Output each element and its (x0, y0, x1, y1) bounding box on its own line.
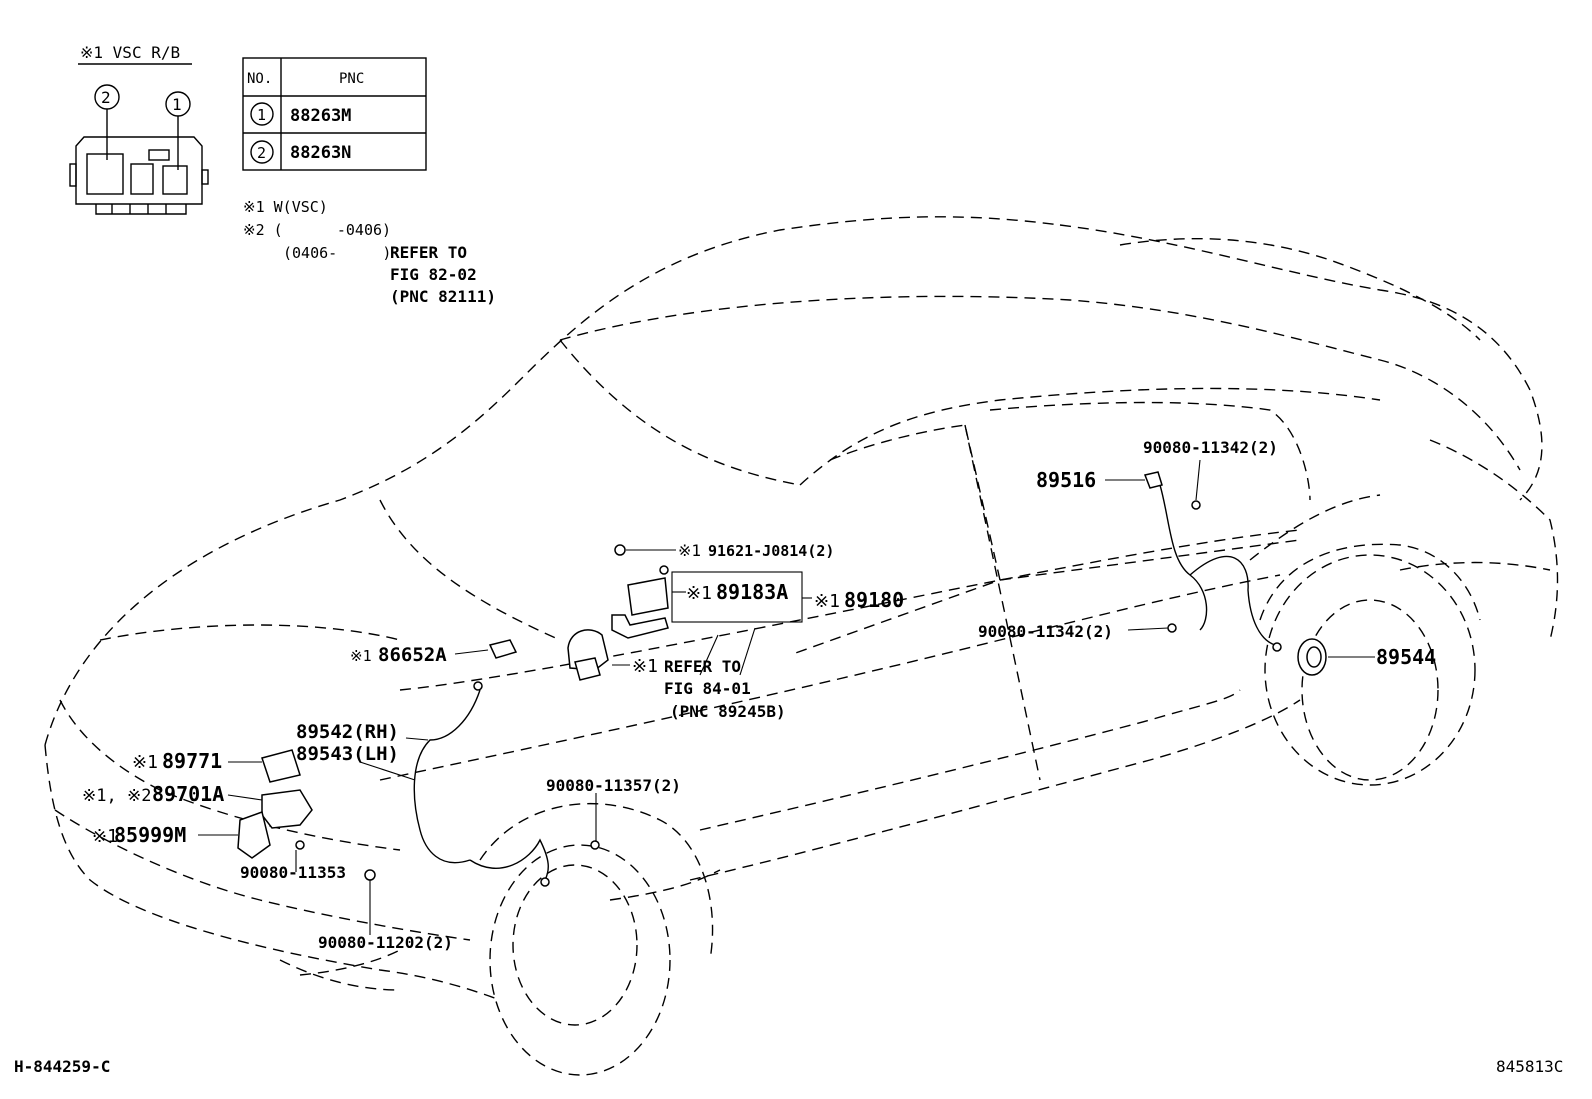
label-86652a: 86652A (378, 644, 447, 666)
note-2: ※2 ( -0406) (243, 221, 391, 239)
table-header-pnc: PNC (339, 71, 364, 87)
front-wheel (479, 803, 714, 1076)
connector-86652a (488, 639, 518, 659)
note-4: FIG 82-02 (390, 265, 477, 284)
notes-block: ※1 W(VSC) ※2 ( -0406) (0406- ) REFER TO … (243, 198, 496, 306)
label-89543-lh: 89543(LH) (296, 743, 399, 765)
master-cylinder-assembly (237, 749, 376, 881)
note-3-refer: REFER TO (390, 243, 467, 262)
label-91621-j0814: 91621-J0814(2) (708, 542, 834, 560)
vsc-relay-block-inset: ※1 VSC R/B 2 1 (69, 43, 209, 215)
table-row-pnc: 88263N (290, 143, 351, 163)
label-90080-11357: 90080-11357(2) (546, 776, 681, 795)
ref-refer-to: REFER TO (664, 657, 741, 676)
pnc-table: NO. PNC 1 88263M 2 88263N (242, 57, 427, 171)
label-85999m: 85999M (114, 823, 186, 847)
table-row-no: 2 (257, 144, 266, 162)
label-89544: 89544 (1376, 645, 1436, 669)
label-89771: 89771 (162, 749, 222, 773)
relay-block-body (75, 136, 203, 205)
table-row-pnc: 88263M (290, 106, 351, 126)
note-5: (PNC 82111) (390, 287, 496, 306)
marker-86652a: ※1 (350, 647, 372, 665)
rear-rotor-89544 (1297, 638, 1327, 676)
table-header-no: NO. (247, 71, 272, 87)
marker-89701a: ※1, ※2 (82, 786, 151, 806)
label-89516: 89516 (1036, 468, 1096, 492)
label-90080-11353: 90080-11353 (240, 863, 346, 882)
part-labels: ※1 91621-J0814(2) ※1 89183A ※1 89180 ※1 … (82, 438, 1436, 952)
marker-89771: ※1 (132, 752, 158, 773)
marker-89183a: ※1 (686, 583, 712, 604)
car-body-outline (44, 216, 1559, 1001)
marker-refer: ※1 (632, 656, 658, 677)
note-3: (0406- ) (283, 244, 391, 262)
yaw-rate-sensor-assembly (611, 544, 669, 639)
callout-2-label: 2 (101, 88, 111, 107)
sensor-bracket (567, 629, 609, 681)
label-89183a: 89183A (716, 580, 788, 604)
marker-91621: ※1 (678, 541, 701, 560)
rear-wheel (1259, 543, 1481, 786)
footer-left-code: H-844259-C (14, 1057, 110, 1076)
vsc-rb-title: ※1 VSC R/B (80, 43, 180, 62)
footer-right-code: 845813C (1496, 1057, 1563, 1076)
table-row-no: 1 (257, 106, 266, 124)
ref-pnc-89245b: (PNC 89245B) (670, 702, 786, 721)
label-89542-rh: 89542(RH) (296, 721, 399, 743)
label-90080-11342-lower: 90080-11342(2) (978, 622, 1113, 641)
label-89701a: 89701A (152, 782, 224, 806)
marker-85999m: ※1 (92, 826, 118, 847)
front-harness (413, 681, 600, 887)
rear-harness (1143, 471, 1282, 652)
marker-89180: ※1 (814, 591, 840, 612)
label-90080-11342-upper: 90080-11342(2) (1143, 438, 1278, 457)
leader-lines (198, 459, 1375, 935)
ref-fig-84-01: FIG 84-01 (664, 679, 751, 698)
note-1: ※1 W(VSC) (243, 198, 328, 216)
callout-1-label: 1 (172, 95, 182, 114)
label-90080-11202: 90080-11202(2) (318, 933, 453, 952)
label-89180: 89180 (844, 588, 904, 612)
